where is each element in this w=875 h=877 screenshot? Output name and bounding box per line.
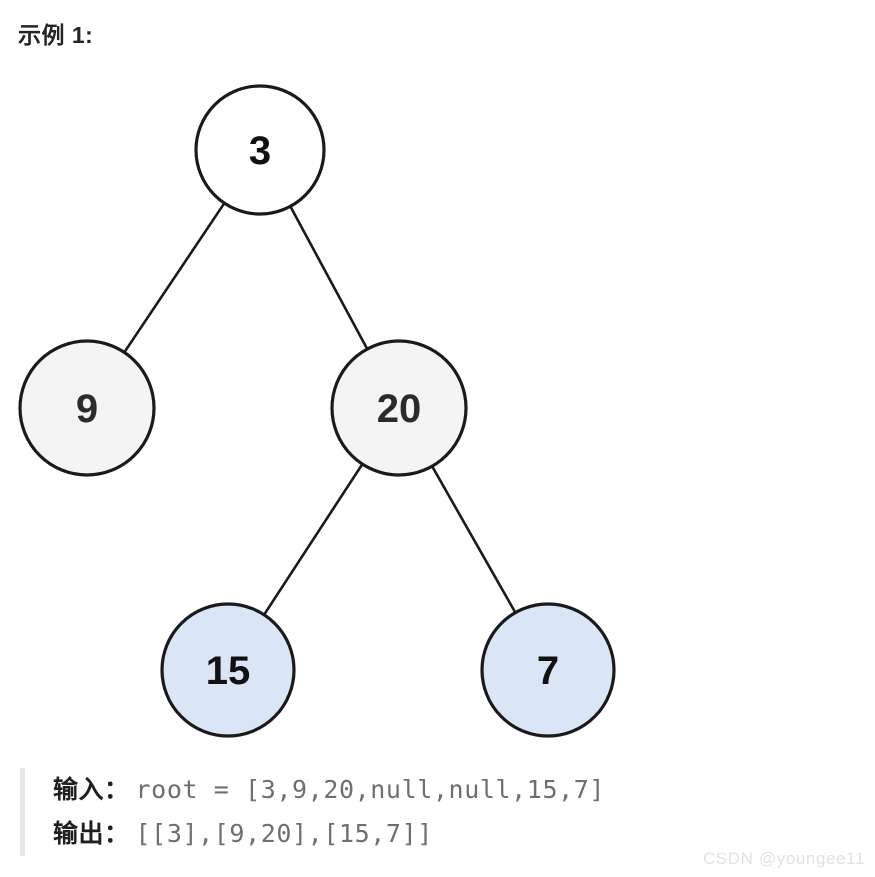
tree-node-circle-7 <box>480 602 616 738</box>
tree-node-circle-15 <box>160 602 296 738</box>
output-row: 输出：[[3],[9,20],[15,7]] <box>53 812 850 856</box>
tree-node-15[interactable]: 15 <box>160 602 296 738</box>
tree-node-9[interactable]: 9 <box>18 339 156 477</box>
binary-tree-svg: 3 9 20 15 7 <box>18 84 616 738</box>
tree-edge-root-left <box>122 201 227 355</box>
input-label: 输入： <box>53 776 130 804</box>
tree-node-label-15: 15 <box>206 649 251 693</box>
example-io-block: 输入：root = [3,9,20,null,null,15,7] 输出：[[3… <box>20 768 850 856</box>
input-row: 输入：root = [3,9,20,null,null,15,7] <box>53 768 850 812</box>
tree-edge-right-rr <box>430 464 518 615</box>
page-title: 示例 1: <box>18 22 94 48</box>
tree-edge-group <box>122 201 518 617</box>
watermark-text: CSDN @youngee11 <box>702 849 865 868</box>
tree-edge-right-rl <box>262 461 365 617</box>
tree-node-circle-20 <box>330 339 468 477</box>
tree-node-20[interactable]: 20 <box>330 339 468 477</box>
tree-node-circle-3 <box>194 84 326 216</box>
binary-tree-diagram: 3 9 20 15 7 <box>0 60 700 760</box>
tree-node-label-9: 9 <box>76 387 98 431</box>
tree-node-3[interactable]: 3 <box>194 84 326 216</box>
output-label: 输出： <box>53 820 130 848</box>
tree-node-label-20: 20 <box>377 387 422 431</box>
tree-node-7[interactable]: 7 <box>480 602 616 738</box>
tree-node-circle-9 <box>18 339 156 477</box>
input-value: root = [3,9,20,null,null,15,7] <box>135 775 606 804</box>
tree-node-label-7: 7 <box>537 649 559 693</box>
tree-edge-root-right <box>288 204 369 352</box>
tree-node-label-3: 3 <box>249 129 271 173</box>
tree-node-group: 3 9 20 15 7 <box>18 84 616 738</box>
output-value: [[3],[9,20],[15,7]] <box>135 819 433 848</box>
